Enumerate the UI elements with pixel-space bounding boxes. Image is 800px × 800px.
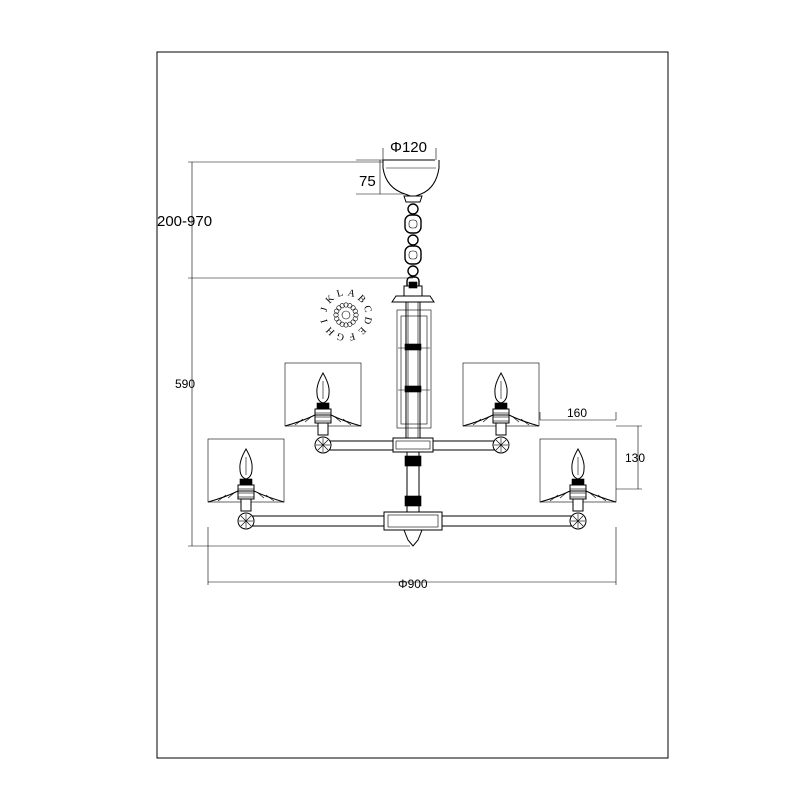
swatch-letter: B [355, 293, 368, 306]
chain-length-label: 200-970 [157, 213, 212, 230]
overall-diameter-dimension: Φ900 [207, 527, 617, 591]
swatch-letter: D [361, 316, 373, 326]
body-height-label: 590 [175, 377, 195, 391]
swatch-dot [350, 305, 356, 311]
swatch-dot [333, 312, 339, 318]
overall-diameter-label: Φ900 [398, 577, 428, 591]
chain-length-dimension: 200-970 [157, 161, 413, 279]
swatch-letter: E [356, 324, 368, 336]
canopy-diameter-dimension: Φ120 [382, 139, 437, 160]
swatch-letter: I [319, 318, 330, 324]
canopy [382, 159, 440, 203]
drawing-frame [156, 51, 669, 759]
swatch-dot [336, 319, 342, 325]
body-height-dimension: 590 [175, 278, 410, 547]
swatch-dot [343, 302, 349, 308]
swatch-letter: K [324, 293, 337, 306]
swatch-dot [347, 321, 353, 327]
swatch-dot [353, 312, 359, 318]
swatch-letter: L [336, 288, 345, 300]
swatch-letter: G [336, 330, 346, 342]
canopy-height-label: 75 [359, 173, 376, 190]
swatch-letter: J [319, 306, 331, 313]
swatch-letter: H [324, 324, 337, 337]
swatch-dot [343, 322, 349, 328]
swatch-dot [334, 316, 340, 322]
swatch-dot [352, 308, 358, 314]
chain [404, 195, 422, 290]
shade-height-label: 130 [625, 451, 645, 465]
swatch-letter: F [347, 330, 356, 342]
canopy-height-dimension: 75 [356, 159, 404, 195]
swatch-letter: A [347, 287, 357, 300]
central-stem [383, 281, 443, 547]
swatch-dot [339, 303, 345, 309]
swatch-dot [350, 319, 356, 325]
canopy-diameter-label: Φ120 [390, 139, 427, 156]
swatch-center [341, 310, 351, 320]
lamp-upper-left [284, 362, 362, 454]
shade-height-dimension: 130 [616, 425, 645, 490]
shade-width-dimension: 160 [539, 406, 617, 421]
swatch-letter: C [361, 304, 373, 314]
swatch-dot [336, 305, 342, 311]
lamp-upper-right [462, 362, 540, 454]
shade-width-label: 160 [567, 406, 587, 420]
